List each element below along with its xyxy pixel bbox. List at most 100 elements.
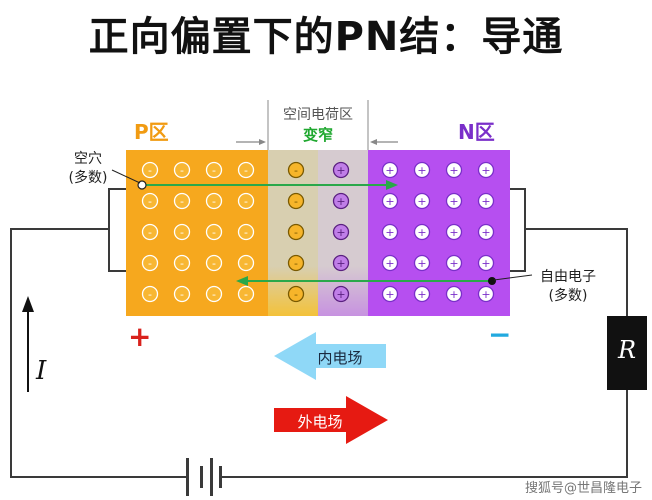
narrow-arrow-left-head [259,139,266,145]
current-label: I [36,356,47,386]
svg-text:+: + [417,288,426,301]
svg-text:-: - [212,195,216,208]
depletion-negative-ion: - [287,192,305,210]
svg-text:+: + [449,288,458,301]
depletion-negative-ion: - [287,285,305,303]
n-region-electron: + [477,254,495,272]
wire-bottom-right [220,476,628,478]
n-region-electron: + [477,161,495,179]
right-contact-plate [524,188,526,272]
svg-text:+: + [449,257,458,270]
left-contact-plate [108,188,110,272]
svg-text:+: + [336,195,345,208]
n-region-electron: + [381,223,399,241]
depletion-positive-ion: + [332,192,350,210]
electron-leader-line [493,274,533,281]
svg-text:-: - [180,195,184,208]
p-region-hole: - [237,223,255,241]
p-region-hole: - [141,254,159,272]
depletion-negative-ion: - [287,223,305,241]
n-region-electron: + [445,161,463,179]
svg-text:+: + [449,164,458,177]
depletion-negative-ion: - [287,161,305,179]
n-region-electron: + [445,285,463,303]
right-contact-plate [510,270,526,272]
n-region-electron: + [381,285,399,303]
svg-text:-: - [212,257,216,270]
outer-field-arrow [274,396,388,444]
svg-text:-: - [148,226,152,239]
depletion-positive-ion: + [332,223,350,241]
p-region-hole: - [141,192,159,210]
p-region-carriers: -------------------- [141,161,255,303]
svg-text:-: - [294,288,298,301]
p-region-hole: - [205,223,223,241]
p-region-hole: - [141,223,159,241]
depletion-negative-ion: - [287,254,305,272]
p-region-hole: - [141,285,159,303]
hole-leader-line [111,169,141,184]
electron-label: 自由电子 [540,269,596,285]
svg-text:-: - [148,164,152,177]
svg-text:+: + [481,288,490,301]
n-region-electron: + [381,161,399,179]
svg-text:-: - [294,226,298,239]
depletion-positive-ion: + [332,254,350,272]
p-region-hole: - [237,254,255,272]
p-region-hole: - [205,192,223,210]
negative-terminal-sign: − [488,318,512,351]
p-region-hole: - [173,285,191,303]
svg-text:-: - [244,288,248,301]
svg-text:+: + [481,195,490,208]
svg-text:-: - [244,164,248,177]
n-region-electron: + [445,223,463,241]
battery-plate-short [219,466,222,488]
svg-text:-: - [212,288,216,301]
n-region-electron: + [413,161,431,179]
svg-text:+: + [417,164,426,177]
left-contact-plate [108,188,126,190]
depletion-state-label: 变窄 [302,126,333,144]
wire-bottom-left [10,476,186,478]
battery-plate-long [186,458,189,496]
svg-text:+: + [385,226,394,239]
p-region-hole: - [237,192,255,210]
svg-text:+: + [385,288,394,301]
svg-text:+: + [336,288,345,301]
wire-right-vertical-bottom [626,390,628,478]
battery-plate-long [210,458,213,496]
right-contact-plate [510,188,526,190]
outer-field-label: 外电场 [297,413,343,431]
svg-text:-: - [148,288,152,301]
svg-text:-: - [294,195,298,208]
p-region-hole: - [205,285,223,303]
svg-text:+: + [417,257,426,270]
svg-text:-: - [244,226,248,239]
current-arrow-head [22,296,34,312]
svg-text:-: - [212,164,216,177]
resistor [607,316,647,390]
p-region-hole: - [205,161,223,179]
n-region-electron: + [477,285,495,303]
svg-text:-: - [212,226,216,239]
depletion-positive-ion: + [332,161,350,179]
hole-majority-label: (多数) [68,170,108,186]
hole-label: 空穴 [74,151,102,167]
p-region-hole: - [173,161,191,179]
svg-text:-: - [180,164,184,177]
svg-text:+: + [336,226,345,239]
svg-text:+: + [385,164,394,177]
inner-field-arrow [274,332,386,380]
wire-left-top [10,228,108,230]
wire-right-vertical-top [626,228,628,316]
left-contact-plate [108,270,126,272]
svg-text:+: + [481,226,490,239]
p-region-hole: - [237,285,255,303]
svg-text:-: - [294,164,298,177]
svg-text:+: + [481,164,490,177]
n-region-electron: + [413,254,431,272]
battery-plate-short [200,466,203,488]
svg-text:+: + [481,257,490,270]
svg-text:+: + [417,195,426,208]
